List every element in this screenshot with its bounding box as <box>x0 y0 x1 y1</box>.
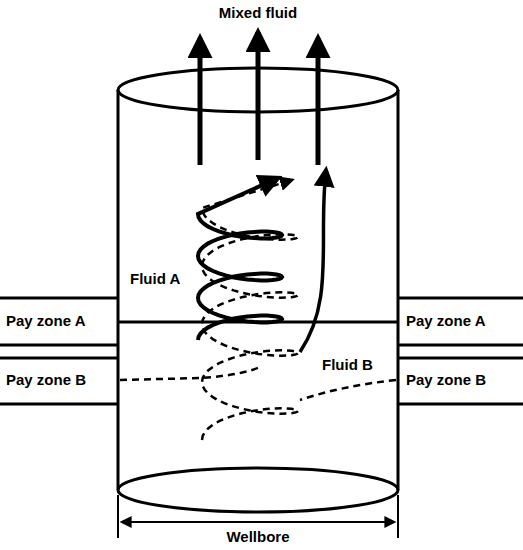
fluid-b-inflow-right <box>300 380 396 400</box>
dimension-label: Wellbore <box>224 528 291 546</box>
zone-label: Pay zone B <box>404 371 488 389</box>
zone-label: Pay zone A <box>404 312 487 330</box>
fluid-label: Fluid B <box>320 356 375 374</box>
zone-label: Pay zone B <box>4 371 88 389</box>
fluid-a-stream <box>300 170 326 352</box>
outflow-arrows <box>200 32 318 165</box>
fluid-b-spiral <box>202 180 298 440</box>
fluid-b-inflow <box>120 366 262 380</box>
zone-label: Pay zone A <box>4 312 87 330</box>
title-label: Mixed fluid <box>217 4 299 22</box>
fluid-label: Fluid A <box>128 270 182 288</box>
fluid-a-spiral <box>198 178 282 340</box>
